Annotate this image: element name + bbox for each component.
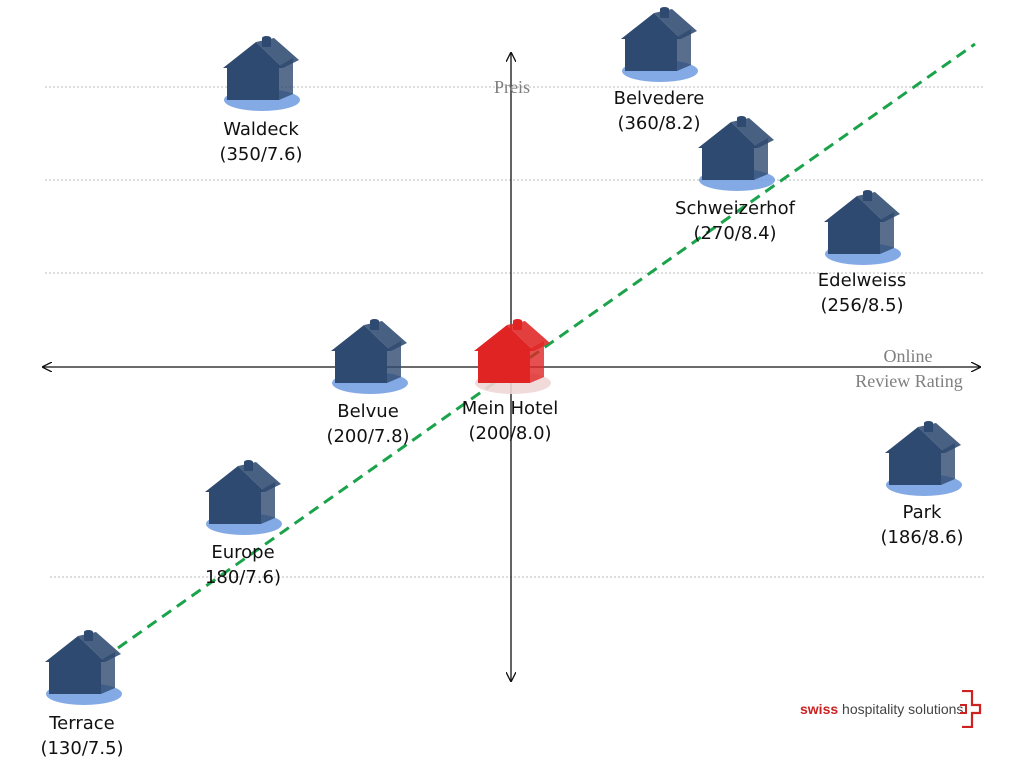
logo-text-hospitality: hospitality solutions [838,701,964,717]
house-icon [45,630,122,705]
house-icon [223,36,300,111]
hotel-name: Park [903,502,942,523]
hotel-value: (350/7.6) [219,144,302,165]
house-icon [331,319,408,394]
hotel-name: Waldeck [223,119,299,140]
hotel-marker-park: Park (186/8.6) [880,421,964,548]
hotel-name: Terrace [48,713,115,734]
hotel-name: Edelweiss [818,270,906,291]
hotel-marker-belvue: Belvue (200/7.8) [326,319,410,447]
hotel-value: (200/7.8) [326,426,409,447]
hotel-marker-schweizerhof: Schweizerhof (270/8.4) [675,116,796,244]
house-icon [205,460,282,535]
hotel-name: Belvue [337,401,399,422]
company-logo: swiss hospitality solutions [800,690,990,730]
logo-text-swiss: swiss [800,701,839,717]
hotel-name: Belvedere [614,88,705,109]
hotel-value: (200/8.0) [468,423,551,444]
hotel-value: (186/8.6) [880,527,963,548]
y-axis-label: Preis [494,77,530,97]
house-icon [474,319,551,394]
hotel-name: Schweizerhof [675,198,796,219]
hotel-marker-mein-hotel: Mein Hotel (200/8.0) [462,319,558,444]
hotel-value: 180/7.6) [205,567,281,588]
hotel-marker-belvedere: Belvedere (360/8.2) [614,7,705,134]
hotel-marker-europe: Europe 180/7.6) [205,460,282,588]
hotel-value: (360/8.2) [617,113,700,134]
hotel-value: (130/7.5) [40,738,123,759]
x-axis-label: Online [884,346,933,366]
house-icon [698,116,775,191]
hotel-marker-terrace: Terrace (130/7.5) [40,630,124,759]
hotel-value: (256/8.5) [820,295,903,316]
hotel-name: Mein Hotel [462,398,558,419]
hotel-marker-waldeck: Waldeck (350/7.6) [219,36,303,165]
hotel-value: (270/8.4) [693,223,776,244]
x-axis-label: Review Rating [855,371,962,391]
bracket-logo-icon [960,690,982,728]
house-icon [621,7,698,82]
hotel-markers: Waldeck(350/7.6)Belvedere(360/8.2)Schwei… [40,7,964,759]
hotel-marker-edelweiss: Edelweiss (256/8.5) [818,190,906,316]
trend-line [117,42,976,650]
hotel-name: Europe [211,542,274,563]
house-icon [885,421,962,496]
house-icon [824,190,901,265]
